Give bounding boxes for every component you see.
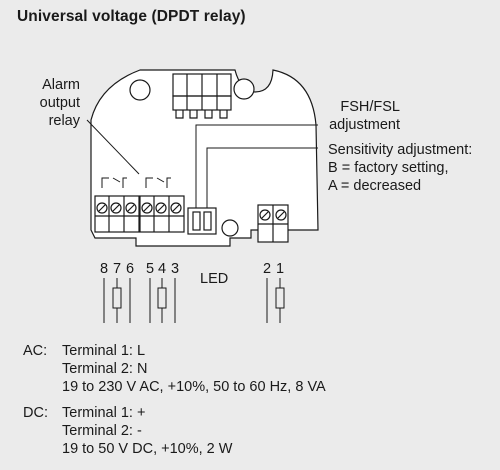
relay-contact-symbols	[101, 177, 171, 188]
terminal-number: 6	[125, 261, 135, 277]
alarm-label-line1: Alarm	[42, 77, 80, 93]
ac-line1: Terminal 1: L	[62, 343, 146, 359]
dc-line3: 19 to 50 V DC, +10%, 2 W	[62, 441, 233, 457]
wire-leads	[103, 278, 281, 323]
diagram-title: Universal voltage (DPDT relay)	[17, 8, 246, 25]
dc-line2: Terminal 2: -	[62, 423, 142, 439]
sens-label-line1: Sensitivity adjustment:	[328, 142, 473, 158]
relay-terminal-block-1	[94, 195, 140, 233]
alarm-relay-label: Alarm output relay	[20, 76, 80, 130]
ac-prefix: AC:	[23, 343, 48, 359]
load-fuses	[112, 287, 285, 309]
leader-lines	[86, 119, 318, 208]
ac-line3: 19 to 230 V AC, +10%, 50 to 60 Hz, 8 VA	[62, 379, 326, 395]
terminal-number: 8	[99, 261, 109, 277]
fsh-fsl-label: FSH/FSL adjustment	[300, 98, 400, 134]
dc-prefix: DC:	[23, 405, 48, 421]
ac-line2: Terminal 2: N	[62, 361, 148, 377]
relay-terminal-block-2	[139, 195, 185, 233]
led-indicator	[221, 219, 239, 237]
terminal-number: 3	[170, 261, 180, 277]
sens-label-line2: B = factory setting,	[328, 160, 449, 176]
terminal-number: 5	[145, 261, 155, 277]
sensitivity-label: Sensitivity adjustment: B = factory sett…	[328, 141, 472, 195]
sens-label-line3: A = decreased	[328, 178, 422, 194]
alarm-label-line3: relay	[48, 113, 80, 129]
terminal-number: 7	[112, 261, 122, 277]
fsh-label-line1: FSH/FSL	[340, 99, 400, 115]
terminal-number: 4	[157, 261, 167, 277]
alarm-label-line2: output	[39, 95, 80, 111]
mounting-hole-right	[233, 78, 255, 100]
terminal-number: 2	[262, 261, 272, 277]
fsh-label-line2: adjustment	[329, 117, 400, 133]
led-label: LED	[200, 271, 229, 287]
mounting-hole-left	[129, 79, 151, 101]
power-terminal-block	[257, 204, 289, 243]
terminal-number: 1	[275, 261, 285, 277]
dc-line1: Terminal 1: +	[62, 405, 146, 421]
top-connector	[172, 73, 232, 119]
fsh-fsl-switch	[187, 207, 217, 235]
